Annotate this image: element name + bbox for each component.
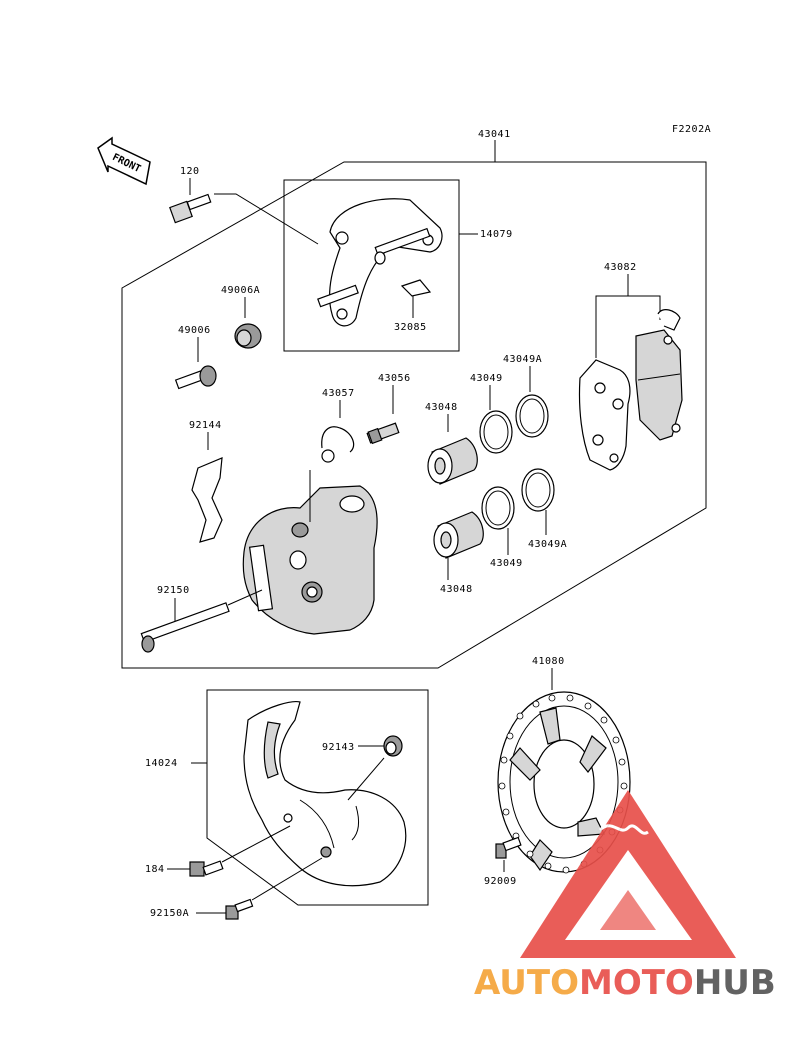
seal-43049-top-icon bbox=[479, 410, 513, 454]
bolt-120-icon bbox=[169, 193, 212, 224]
label-43057: 43057 bbox=[322, 388, 355, 399]
piston-43048-bottom-icon bbox=[433, 511, 484, 559]
label-43049A-bottom: 43049A bbox=[528, 539, 567, 550]
bolt-184-icon bbox=[189, 860, 224, 877]
label-43048-top: 43048 bbox=[425, 402, 458, 413]
watermark-part-1: AUTO bbox=[474, 963, 579, 1003]
watermark-part-2: MOTO bbox=[579, 963, 694, 1003]
seal-43049A-top-icon bbox=[515, 394, 549, 438]
label-43049-top: 43049 bbox=[470, 373, 503, 384]
label-49006: 49006 bbox=[178, 325, 211, 336]
boot-49006A-icon bbox=[234, 323, 262, 349]
caliper-assembly-outline bbox=[121, 161, 707, 669]
automotohub-watermark-logo: AUTOMOTOHUB bbox=[474, 790, 776, 1003]
label-92150A: 92150A bbox=[150, 908, 189, 919]
label-14079: 14079 bbox=[480, 229, 513, 240]
piston-43048-top-icon bbox=[427, 437, 478, 485]
watermark-part-3: HUB bbox=[694, 963, 776, 1003]
bleeder-43056-icon bbox=[366, 422, 400, 445]
label-41080: 41080 bbox=[532, 656, 565, 667]
pin-92150-icon bbox=[140, 602, 230, 653]
disc-cover-14024-icon bbox=[243, 701, 407, 887]
label-43049-bottom: 43049 bbox=[490, 558, 523, 569]
cover-box bbox=[206, 689, 429, 906]
label-92150: 92150 bbox=[157, 585, 190, 596]
spring-92144-icon bbox=[191, 457, 223, 543]
label-43056: 43056 bbox=[378, 373, 411, 384]
label-14024: 14024 bbox=[145, 758, 178, 769]
caliper-body-icon bbox=[242, 485, 378, 635]
label-43041: 43041 bbox=[478, 129, 511, 140]
label-43049A-top: 43049A bbox=[503, 354, 542, 365]
front-arrow-icon: FRONT bbox=[97, 136, 151, 186]
seal-43049-bottom-icon bbox=[481, 486, 515, 530]
seal-43049A-bottom-icon bbox=[521, 468, 555, 512]
label-49006A: 49006A bbox=[221, 285, 260, 296]
label-184: 184 bbox=[145, 864, 165, 875]
brake-pads-43082-icon bbox=[578, 309, 683, 471]
label-32085: 32085 bbox=[394, 322, 427, 333]
pin-49006-icon bbox=[174, 365, 217, 390]
bolt-92150A-icon bbox=[225, 898, 254, 920]
label-92143: 92143 bbox=[322, 742, 355, 753]
label-92144: 92144 bbox=[189, 420, 222, 431]
collar-92143-icon bbox=[383, 735, 403, 757]
bolt-92009-icon bbox=[495, 836, 522, 859]
caliper-bracket-icon bbox=[317, 198, 443, 327]
label-92009: 92009 bbox=[484, 876, 517, 887]
cap-43057-icon bbox=[321, 426, 355, 463]
figure-code: F2202A bbox=[672, 124, 711, 135]
label-120: 120 bbox=[180, 166, 200, 177]
label-43082: 43082 bbox=[604, 262, 637, 273]
label-43048-bottom: 43048 bbox=[440, 584, 473, 595]
svg-text:AUTOMOTOHUB: AUTOMOTOHUB bbox=[474, 963, 776, 1003]
bracket-box bbox=[283, 179, 460, 352]
clip-32085-icon bbox=[400, 279, 432, 297]
